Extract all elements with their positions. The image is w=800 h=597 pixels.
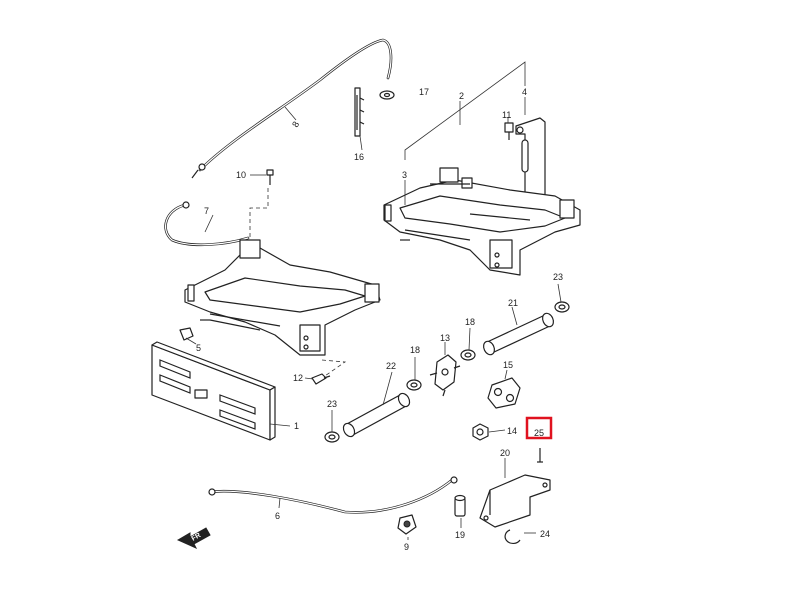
callout-labels: 8 17 2 4 11 16 3 10 7 5 12 1 22 18 13 18… (196, 87, 563, 552)
callout-23-left: 23 (327, 399, 337, 409)
tube-part-21[interactable] (482, 312, 556, 357)
assembly-guide-12 (321, 359, 347, 379)
clamp-part-23-left[interactable] (324, 431, 340, 443)
callout-24: 24 (540, 529, 550, 539)
front-arrow-icon: FR (176, 527, 211, 550)
bushing-part-9[interactable] (397, 514, 417, 535)
nut-part-14[interactable] (472, 423, 489, 441)
callout-15: 15 (503, 360, 513, 370)
front-arrow-label: FR (191, 532, 203, 543)
callout-16: 16 (354, 152, 364, 162)
bracket-part-15[interactable] (487, 377, 521, 409)
callout-4: 4 (522, 87, 527, 97)
rod-part-16[interactable] (354, 87, 365, 137)
callout-2: 2 (459, 91, 464, 101)
seat-adjuster-right[interactable] (383, 167, 581, 276)
callout-13: 13 (440, 333, 450, 343)
callout-23-right: 23 (553, 272, 563, 282)
callout-19: 19 (455, 530, 465, 540)
release-cable-lower[interactable] (208, 476, 458, 514)
release-lever-part-7[interactable] (164, 201, 250, 247)
bracket-part-4[interactable] (515, 117, 546, 206)
clamp-part-18-left[interactable] (406, 379, 422, 391)
leader-lines (185, 61, 562, 540)
release-cable-upper[interactable] (191, 38, 393, 179)
highlight-box-part-25 (525, 416, 553, 440)
clip-part-24[interactable] (504, 529, 521, 544)
tube-part-22[interactable] (341, 391, 412, 438)
washer-part-17[interactable] (379, 90, 395, 100)
bolt-part-11[interactable] (504, 122, 514, 140)
screw-part-10[interactable] (266, 169, 274, 185)
callout-20: 20 (500, 448, 510, 458)
callout-1: 1 (294, 421, 299, 431)
junction-part-13[interactable] (429, 354, 461, 397)
cover-panel-part-1[interactable] (151, 341, 276, 441)
screw-part-12[interactable] (311, 373, 331, 385)
callout-22: 22 (386, 361, 396, 371)
spacer-part-19[interactable] (454, 494, 466, 517)
callout-6: 6 (275, 511, 280, 521)
callout-9: 9 (404, 542, 409, 552)
callout-11: 11 (502, 110, 511, 120)
callout-18-left: 18 (410, 345, 420, 355)
clamp-part-23-right[interactable] (554, 301, 570, 313)
callout-25: 25 (534, 428, 544, 438)
cap-part-5[interactable] (179, 327, 194, 341)
callout-18-right: 18 (465, 317, 475, 327)
pin-part-25[interactable] (537, 448, 543, 463)
callout-10: 10 (236, 170, 246, 180)
clamp-part-18-right[interactable] (460, 349, 476, 361)
callout-5: 5 (196, 343, 201, 353)
callout-12: 12 (293, 373, 303, 383)
callout-17: 17 (419, 87, 429, 97)
assembly-guide-10 (249, 188, 269, 245)
callout-14: 14 (507, 426, 517, 436)
callout-21: 21 (508, 298, 518, 308)
bracket-part-20[interactable] (479, 474, 551, 528)
callout-8: 8 (290, 120, 301, 129)
callout-7: 7 (204, 206, 209, 216)
callout-3: 3 (402, 170, 407, 180)
seat-adjuster-left[interactable] (184, 239, 381, 356)
